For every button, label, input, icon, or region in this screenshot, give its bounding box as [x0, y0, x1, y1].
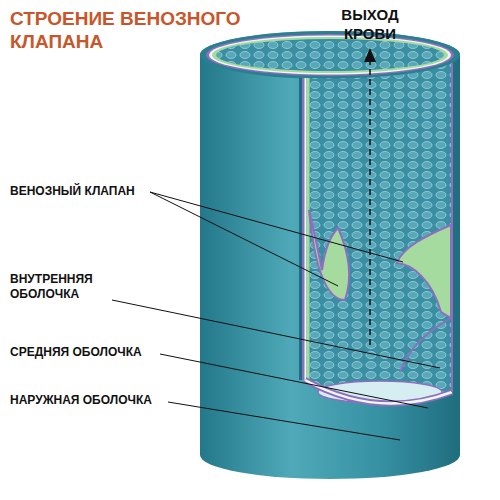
- part-label: НАРУЖНАЯ ОБОЛОЧКА: [10, 393, 152, 408]
- inner-rim: [212, 37, 448, 73]
- flow-arrow: [369, 60, 371, 345]
- cut-bottom-middle: [305, 380, 452, 404]
- leaflet-base: [400, 318, 451, 372]
- cut-middle: [302, 78, 305, 380]
- part-label: СРЕДНЯЯ ОБОЛОЧКА: [10, 345, 142, 360]
- cut-white: [305, 78, 307, 380]
- left-leaflet: [309, 210, 349, 300]
- leader-line: [112, 300, 440, 368]
- leader-line: [150, 192, 403, 262]
- leader-line: [168, 402, 400, 440]
- rim-layer: [209, 36, 451, 75]
- cutaway-interior: [305, 63, 452, 404]
- cut-bottom-white: [305, 380, 452, 404]
- outer-wall: [200, 31, 460, 479]
- cut-outer: [299, 78, 302, 380]
- part-label: ВЕНОЗНЫЙ КЛАПАН: [10, 184, 135, 199]
- flow-arrowhead: [364, 48, 376, 62]
- lumen-top: [216, 39, 444, 71]
- part-label: ВНУТРЕННЯЯ ОБОЛОЧКА: [10, 272, 115, 302]
- leader-lines: [112, 192, 440, 440]
- middle-rim: [206, 34, 454, 76]
- diagram-title: СТРОЕНИЕ ВЕНОЗНОГО КЛАПАНА: [10, 8, 290, 54]
- flow-label: ВЫХОД КРОВИ: [330, 6, 410, 44]
- right-leaflet: [397, 225, 451, 318]
- cut-inner: [307, 78, 310, 380]
- leader-line: [160, 354, 428, 408]
- leader-line: [150, 192, 338, 286]
